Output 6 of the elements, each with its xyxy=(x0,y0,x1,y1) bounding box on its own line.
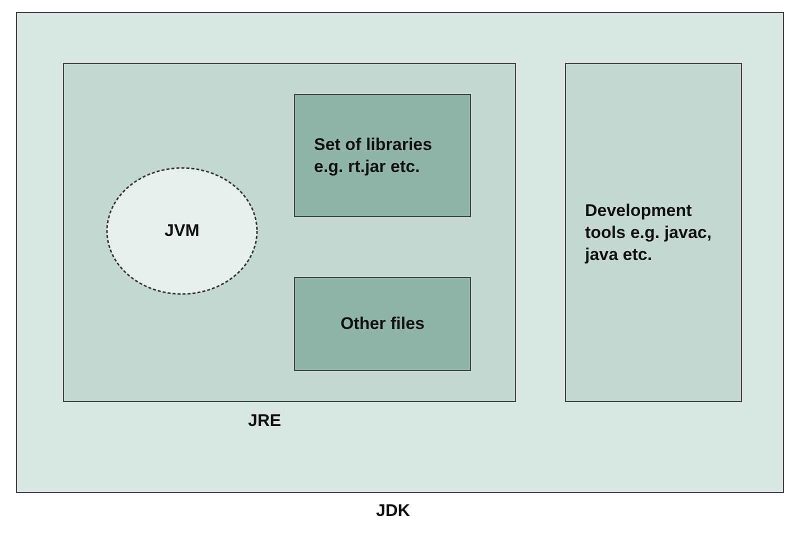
node-label: Other files xyxy=(339,313,426,335)
container-title: JRE xyxy=(248,410,282,432)
container-title: JDK xyxy=(376,500,410,522)
node-label: Development tools e.g. javac, java etc. xyxy=(585,200,713,266)
node-label: JVM xyxy=(164,220,200,242)
node-label: Set of libraries e.g. rt.jar etc. xyxy=(314,134,434,178)
